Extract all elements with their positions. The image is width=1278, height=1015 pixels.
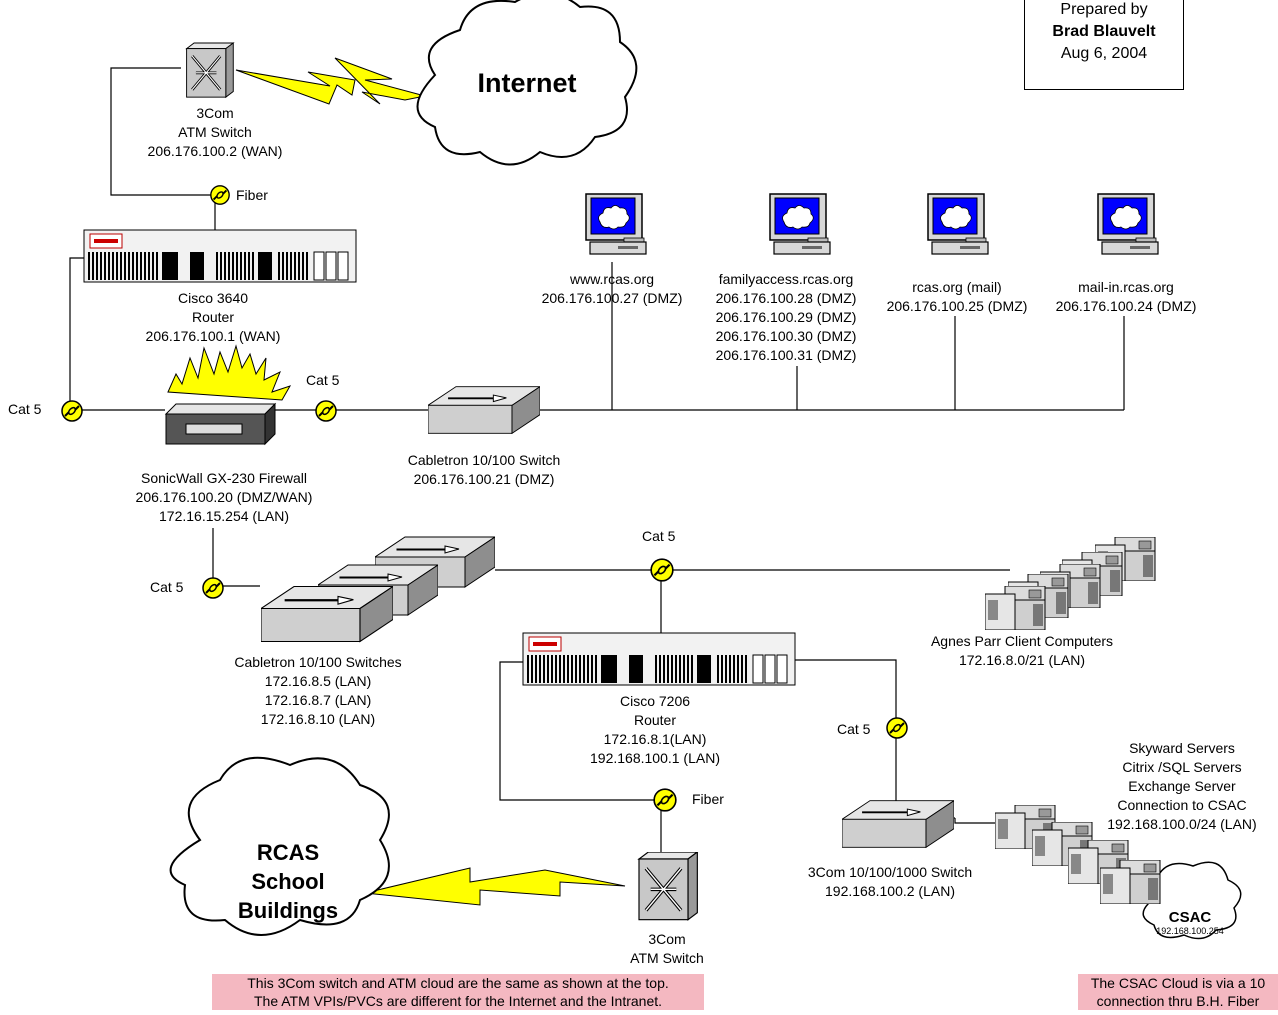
prepared-by-label: Prepared by: [1060, 1, 1148, 18]
atm-top-line-3: 206.176.100.2 (WAN): [147, 143, 283, 159]
atm-switch-top-label: 3Com ATM Switch 206.176.100.2 (WAN): [130, 104, 300, 161]
dmz-switch-label: Cabletron 10/100 Switch 206.176.100.21 (…: [384, 451, 584, 489]
cat5-label-core: Cat 5: [642, 528, 676, 544]
lan-switches-line-2: 172.16.8.5 (LAN): [264, 673, 372, 689]
csac-note-line-2: connection thru B.H. Fiber: [1096, 993, 1260, 1009]
router-7206-line-2: Router: [633, 712, 677, 728]
router-7206-line-3: 172.16.8.1(LAN): [603, 731, 707, 747]
router-3640-line-3: 206.176.100.1 (WAN): [145, 328, 281, 344]
router-7206-label: Cisco 7206 Router 172.16.8.1(LAN) 192.16…: [560, 692, 750, 768]
clients-line-1: Agnes Parr Client Computers: [930, 633, 1114, 649]
clients-line-2: 172.16.8.0/21 (LAN): [958, 652, 1086, 668]
atm-bottom-line-1: 3Com: [648, 931, 686, 947]
server-www-label: www.rcas.org 206.176.100.27 (DMZ): [522, 270, 702, 308]
prepared-date: Aug 6, 2004: [1060, 45, 1148, 62]
servers-line-2: Citrix /SQL Servers: [1122, 759, 1242, 775]
csac-cloud-label: CSAC 192.168.100.254: [1140, 910, 1240, 937]
server-family-line-1: familyaccess.rcas.org: [718, 271, 854, 287]
dmz-switch-line-2: 206.176.100.21 (DMZ): [413, 471, 555, 487]
server-family-line-5: 206.176.100.31 (DMZ): [715, 347, 857, 363]
router-3640-line-2: Router: [191, 309, 235, 325]
csac-note-line-1: The CSAC Cloud is via a 10: [1090, 975, 1266, 991]
cat5-label-firewall-right: Cat 5: [306, 372, 340, 388]
server-family-line-3: 206.176.100.29 (DMZ): [715, 309, 857, 325]
firewall-label: SonicWall GX-230 Firewall 206.176.100.20…: [114, 469, 334, 526]
server-mailin-label: mail-in.rcas.org 206.176.100.24 (DMZ): [1036, 278, 1216, 316]
csac-ip: 192.168.100.254: [1156, 926, 1224, 936]
server-mail-line-1: rcas.org (mail): [912, 279, 1002, 295]
router-7206-line-4: 192.168.100.1 (LAN): [590, 750, 720, 766]
rcas-line-1: RCAS: [256, 840, 320, 865]
server-mailin-line-2: 206.176.100.24 (DMZ): [1055, 298, 1197, 314]
servers-line-4: Connection to CSAC: [1117, 797, 1247, 813]
author-name: Brad Blauvelt: [1052, 23, 1156, 40]
lan-switches-line-3: 172.16.8.7 (LAN): [264, 692, 372, 708]
server-mailin-line-1: mail-in.rcas.org: [1078, 279, 1174, 295]
fiber-label-top: Fiber: [236, 187, 268, 203]
firewall-line-2: 206.176.100.20 (DMZ/WAN): [135, 489, 313, 505]
servers-label: Skyward Servers Citrix /SQL Servers Exch…: [1090, 739, 1274, 834]
atm-bottom-line-2: ATM Switch: [630, 950, 704, 966]
gig-switch-label: 3Com 10/100/1000 Switch 192.168.100.2 (L…: [790, 863, 990, 901]
server-family-label: familyaccess.rcas.org 206.176.100.28 (DM…: [696, 270, 876, 365]
servers-line-5: 192.168.100.0/24 (LAN): [1107, 816, 1257, 832]
router-3640: [83, 229, 357, 283]
servers-line-1: Skyward Servers: [1129, 740, 1235, 756]
router-7206: [522, 632, 796, 686]
server-www-line-1: www.rcas.org: [569, 271, 655, 287]
atm-switch-bottom-label: 3Com ATM Switch: [617, 930, 717, 968]
firewall-line-1: SonicWall GX-230 Firewall: [141, 470, 307, 486]
gig-switch-line-1: 3Com 10/100/1000 Switch: [807, 864, 973, 880]
rcas-line-2: School: [251, 869, 325, 894]
prepared-by-box: Prepared by Brad Blauvelt Aug 6, 2004: [1024, 0, 1184, 90]
atm-note-line-1: This 3Com switch and ATM cloud are the s…: [247, 975, 669, 991]
csac-note: The CSAC Cloud is via a 10 connection th…: [1078, 974, 1278, 1010]
internet-cloud-label: Internet: [477, 68, 577, 98]
cat5-label-firewall-left: Cat 5: [8, 401, 42, 417]
rcas-line-3: Buildings: [237, 898, 339, 923]
rcas-cloud-label: RCAS School Buildings: [220, 838, 356, 925]
server-family-line-4: 206.176.100.30 (DMZ): [715, 328, 857, 344]
gig-switch-line-2: 192.168.100.2 (LAN): [825, 883, 955, 899]
atm-top-line-1: 3Com: [196, 105, 234, 121]
server-family-line-2: 206.176.100.28 (DMZ): [715, 290, 857, 306]
cat5-label-lan-switches: Cat 5: [150, 579, 184, 595]
router-3640-line-1: Cisco 3640: [177, 290, 249, 306]
lan-switches-line-1: Cabletron 10/100 Switches: [234, 654, 402, 670]
router-3640-label: Cisco 3640 Router 206.176.100.1 (WAN): [118, 289, 308, 346]
dmz-switch-line-1: Cabletron 10/100 Switch: [407, 452, 561, 468]
clients-label: Agnes Parr Client Computers 172.16.8.0/2…: [912, 632, 1132, 670]
cat5-label-gig: Cat 5: [837, 721, 871, 737]
server-mail-line-2: 206.176.100.25 (DMZ): [886, 298, 1028, 314]
atm-note-line-2: The ATM VPIs/PVCs are different for the …: [253, 993, 663, 1009]
csac-title: CSAC: [1168, 909, 1212, 926]
lan-switches-label: Cabletron 10/100 Switches 172.16.8.5 (LA…: [208, 653, 428, 729]
servers-line-3: Exchange Server: [1128, 778, 1236, 794]
firewall-device: [164, 344, 292, 446]
server-mail-label: rcas.org (mail) 206.176.100.25 (DMZ): [867, 278, 1047, 316]
server-www-line-2: 206.176.100.27 (DMZ): [541, 290, 683, 306]
firewall-line-3: 172.16.15.254 (LAN): [159, 508, 289, 524]
lan-switches-line-4: 172.16.8.10 (LAN): [260, 711, 376, 727]
router-7206-line-1: Cisco 7206: [619, 693, 691, 709]
fiber-label-bottom: Fiber: [692, 791, 724, 807]
atm-top-line-2: ATM Switch: [178, 124, 252, 140]
atm-note: This 3Com switch and ATM cloud are the s…: [212, 974, 704, 1010]
